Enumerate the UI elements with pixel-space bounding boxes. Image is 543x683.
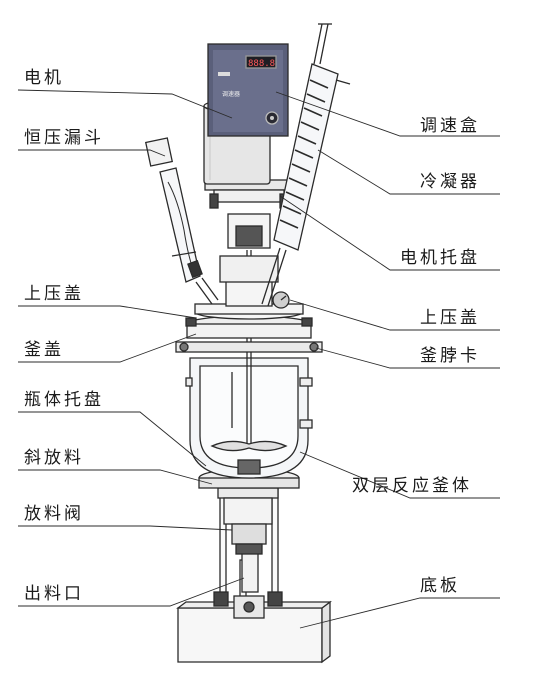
label-double-vessel: 双层反应釜体: [352, 476, 472, 496]
label-pressure-funnel: 恒压漏斗: [24, 128, 104, 148]
neck-clamp-bar: [175, 341, 323, 353]
speed-controller-box: 888.8 调速器: [207, 43, 289, 137]
label-motor: 电机: [24, 68, 64, 88]
controller-knob-label: 调速器: [222, 90, 240, 98]
central-neck: [219, 213, 279, 307]
pressure-funnel-body: [144, 137, 219, 305]
label-upper-lid-left: 上压盖: [24, 284, 84, 304]
double-layer-vessel: [185, 357, 313, 479]
label-neck-clamp: 釜脖卡: [420, 346, 480, 366]
leader-lines: [17, 89, 500, 629]
label-base: 底板: [420, 576, 460, 596]
condenser-body: [261, 23, 351, 309]
label-speed-box: 调速盒: [420, 116, 480, 136]
controller-display: 888.8: [248, 59, 275, 69]
label-motor-tray: 电机托盘: [400, 248, 480, 268]
kettle-lid-body: [185, 303, 313, 339]
label-upper-lid-right: 上压盖: [420, 308, 480, 328]
outlet-assembly: [213, 539, 283, 619]
label-outlet: 出料口: [24, 584, 84, 604]
label-oblique-discharge: 斜放料: [24, 448, 84, 468]
discharge-valve-body: [217, 487, 279, 555]
label-kettle-lid: 釜盖: [24, 340, 64, 360]
label-discharge-valve: 放料阀: [24, 504, 84, 524]
label-condenser: 冷凝器: [420, 172, 480, 192]
label-flask-tray: 瓶体托盘: [24, 390, 104, 410]
